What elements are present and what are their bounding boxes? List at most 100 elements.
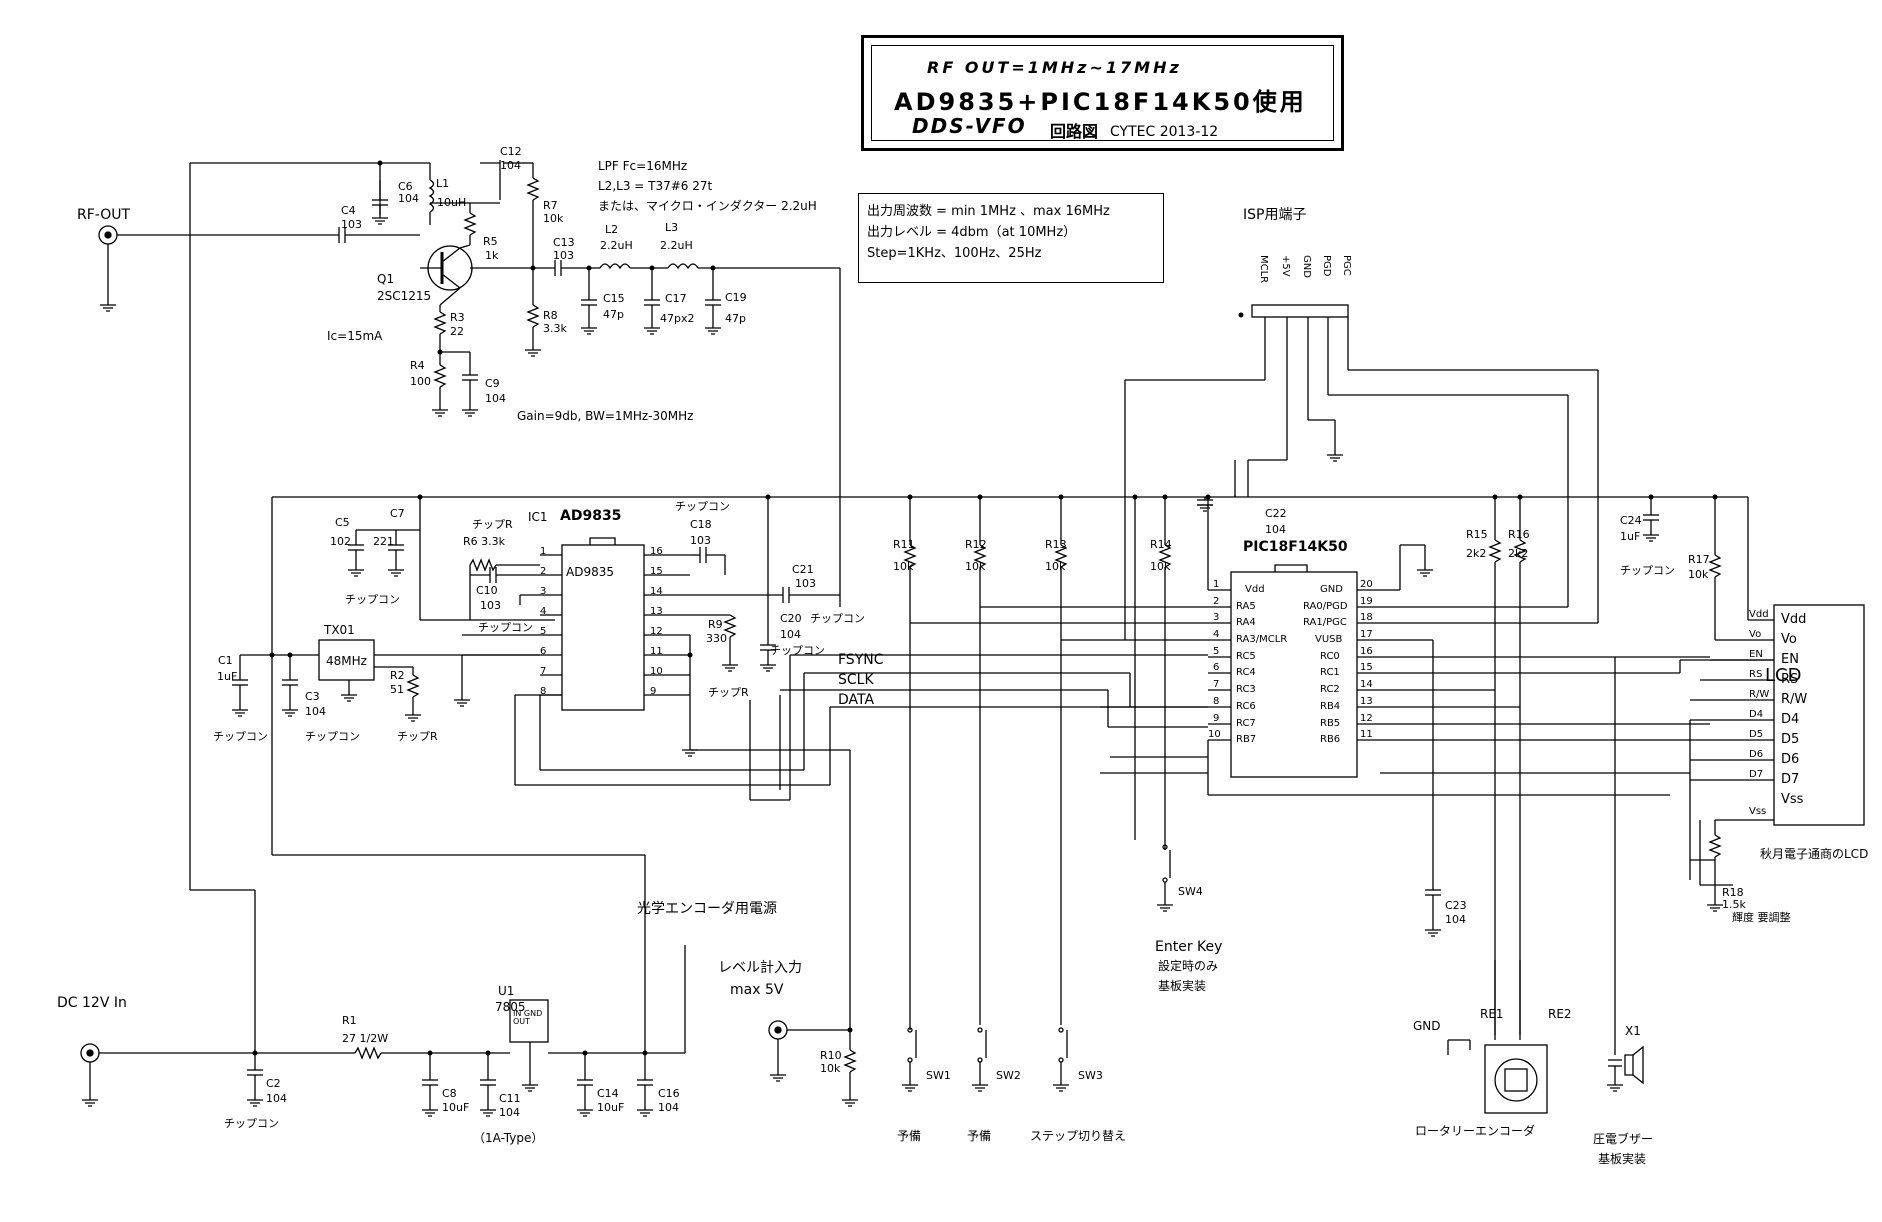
lbl-r18note: 輝度 要調整: [1732, 911, 1791, 924]
lcd-pin-vss: Vss: [1781, 792, 1804, 807]
pic-pin-3-num: 3: [1213, 612, 1220, 623]
lbl-l2v: 2.2uH: [600, 239, 633, 252]
lbl-c12: C12: [500, 145, 522, 158]
pic-pin-13-name: RB4: [1320, 701, 1341, 712]
lbl-buzzer: 圧電ブザー: [1593, 1132, 1654, 1146]
lcd-ext-d6: D6: [1749, 749, 1764, 760]
lbl-sw2: SW2: [996, 1069, 1021, 1082]
lbl-c5: C5: [335, 516, 350, 529]
pic-pin-12-name: RB5: [1320, 718, 1341, 729]
lbl-r12v: 10k: [965, 560, 986, 573]
pic-pin-15-name: RC1: [1320, 667, 1340, 678]
lbl-c8: C8: [442, 1087, 457, 1100]
lbl-l2: L2: [605, 223, 619, 236]
lbl-r2v: 51: [390, 683, 404, 696]
ad-pin-7: 7: [540, 666, 547, 677]
ad9835-body-label: AD9835: [566, 565, 614, 579]
lbl-c23v: 104: [1445, 913, 1466, 926]
lbl-r18v: 1.5k: [1722, 898, 1746, 911]
signal-sclk: SCLK: [838, 672, 874, 688]
lbl-r2chip: チップR: [397, 730, 438, 743]
lbl-r6chip: チップR: [472, 518, 513, 531]
lbl-r15v: 2k2: [1466, 547, 1487, 560]
pic-pin-17-num: 17: [1360, 629, 1373, 640]
lbl-r2: R2: [390, 669, 405, 682]
lbl-r5: R5: [483, 235, 498, 248]
lbl-step: ステップ切り替え: [1030, 1129, 1127, 1143]
pic-pin-5-name: RC5: [1236, 651, 1256, 662]
lbl-r13v: 10k: [1045, 560, 1066, 573]
lcd-pin-d4: D4: [1781, 712, 1800, 727]
lbl-c4v: 103: [341, 218, 362, 231]
pic-pin-4-num: 4: [1213, 629, 1220, 640]
pic-pin-14-name: RC2: [1320, 684, 1340, 695]
lbl-c19: C19: [725, 291, 747, 304]
lbl-c24v: 1uF: [1620, 530, 1641, 543]
reg-label: 7805: [495, 1000, 526, 1014]
lbl-c15: C15: [603, 292, 625, 305]
lbl-c3chip: チップコン: [305, 730, 360, 743]
lbl-c7v: 221: [373, 535, 394, 548]
lpf-coil: L2,L3 = T37#6 27t: [598, 179, 713, 193]
lbl-r3: R3: [450, 311, 465, 324]
ad-pin-12: 12: [650, 626, 663, 637]
lbl-r9v: 330: [706, 632, 727, 645]
pic-pin-12-num: 12: [1360, 713, 1373, 724]
pic-pin-14-num: 14: [1360, 679, 1373, 690]
lcd-pin-rs: RS: [1781, 672, 1799, 687]
lbl-c10chip: チップコン: [478, 621, 533, 634]
lbl-c12v: 104: [500, 159, 521, 172]
lbl-r17: R17: [1688, 553, 1710, 566]
lbl-c9v: 104: [485, 392, 506, 405]
encoder-power-label: 光学エンコーダ用電源: [637, 901, 777, 917]
pic-pin-19-num: 19: [1360, 596, 1373, 607]
pic-pin-8-num: 8: [1213, 696, 1220, 707]
lbl-r9: R9: [708, 618, 723, 631]
lbl-r4: R4: [410, 359, 425, 372]
pic-pin-20-name: GND: [1320, 584, 1343, 595]
lcd-ext-en: EN: [1749, 649, 1763, 660]
ad-pin-6: 6: [540, 646, 547, 657]
spec-freq: 出力周波数 = min 1MHz 、max 16MHz: [867, 204, 1110, 219]
ad-pin-14: 14: [650, 586, 663, 597]
lcd-caption: 秋月電子通商のLCD: [1760, 847, 1869, 861]
lbl-r1v: 27 1/2W: [342, 1032, 389, 1045]
amp-gain: Gain=9db, BW=1MHz-30MHz: [517, 409, 694, 423]
pic-pin-17-name: VUSB: [1315, 634, 1343, 645]
reg-pins-label: IN GND OUT: [513, 1009, 543, 1026]
lbl-l3v: 2.2uH: [660, 239, 693, 252]
lbl-r17v: 10k: [1688, 568, 1709, 581]
spec-box: 出力周波数 = min 1MHz 、max 16MHz 出力レベル = 4dbm…: [858, 193, 1164, 283]
lbl-c22v: 104: [1265, 523, 1286, 536]
lbl-gnd: GND: [1413, 1019, 1441, 1033]
ad-pin-10: 10: [650, 666, 663, 677]
isp-pin-pgc: PGC: [1341, 255, 1352, 276]
title-credit: CYTEC 2013-12: [1110, 124, 1219, 140]
lbl-r16v: 2k2: [1508, 547, 1529, 560]
lbl-r9chip: チップR: [708, 686, 749, 699]
ad-pin-4: 4: [540, 606, 547, 617]
lbl-r8: R8: [543, 309, 558, 322]
lbl-r11: R11: [893, 538, 915, 551]
pic-pin-8-name: RC6: [1236, 701, 1256, 712]
lbl-c7: C7: [390, 507, 405, 520]
lbl-c24: C24: [1620, 514, 1642, 527]
lbl-c10v: 103: [480, 599, 501, 612]
lbl-enter: Enter Key: [1155, 939, 1223, 955]
lcd-pin-rw: R/W: [1781, 692, 1808, 707]
lbl-r3v: 22: [450, 325, 464, 338]
lbl-r12: R12: [965, 538, 987, 551]
pic-pin-10-name: RB7: [1236, 734, 1257, 745]
lbl-c5v: 102: [330, 535, 351, 548]
lbl-c3: C3: [305, 690, 320, 703]
lbl-enter3: 基板実装: [1158, 979, 1207, 993]
dc-in-label: DC 12V In: [57, 995, 127, 1011]
lcd-pin-d5: D5: [1781, 732, 1800, 747]
lbl-sw4: SW4: [1178, 885, 1203, 898]
lbl-re1: RE1: [1480, 1007, 1504, 1021]
lcd-ext-d5: D5: [1749, 729, 1764, 740]
lbl-yobi2: 予備: [967, 1129, 992, 1143]
signal-fsync: FSYNC: [838, 652, 884, 668]
lbl-c4: C4: [341, 204, 356, 217]
pic-pin-7-num: 7: [1213, 679, 1220, 690]
